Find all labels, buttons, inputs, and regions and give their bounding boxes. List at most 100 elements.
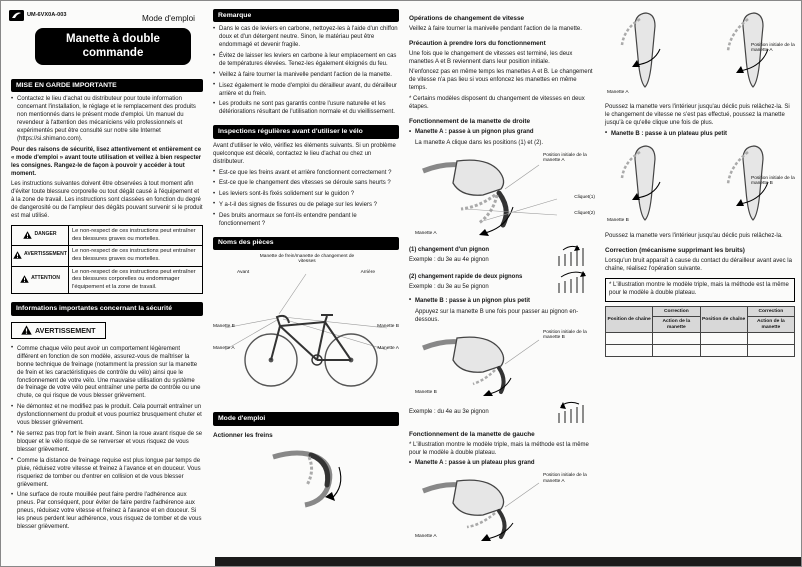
cassette-diagram: [558, 244, 584, 266]
figure-label-lever-a: Manette A: [415, 533, 437, 539]
table-cell: [604, 344, 654, 358]
correction-note-box: * L'illustration montre le modèle triple…: [605, 277, 795, 302]
left-lever-illustration: [422, 479, 540, 542]
table-row: [604, 332, 796, 346]
table-cell: [604, 332, 654, 346]
case1-example: Exemple : du 3e au 4e pignon: [409, 257, 489, 264]
figure-label-rear: Arrière: [360, 270, 375, 276]
bike-diagram: Manette de frein/manette de changement d…: [213, 254, 399, 404]
figure-label-lever-a-left: Manette A: [213, 346, 235, 352]
case2-example: Exemple : du 3e au 5e pignon: [409, 284, 489, 291]
correction-heading: Correction (mécanisme supprimant les bru…: [605, 246, 745, 254]
case1-row: (1) changement d'un pignon Exemple : du …: [409, 244, 595, 268]
warning-box-label: AVERTISSEMENT: [35, 325, 96, 335]
hazard-label-wrap: DANGER: [23, 230, 57, 239]
document-id: UM-6VX0A-003: [27, 11, 67, 18]
column-shifting-left: Manette A Position initiale de la manett…: [604, 9, 796, 360]
push-instruction-long: Poussez la manette vers l'intérieur jusq…: [605, 104, 790, 126]
safety-bold-paragraph: Pour des raisons de sécurité, lisez atte…: [11, 147, 202, 177]
section-safety-info: Informations importantes concernant la s…: [11, 302, 203, 316]
figure-label-lever-b-right: Manette B: [377, 324, 399, 330]
lever-front-view: [726, 12, 769, 88]
shift-operations-text: Veillez à faire tourner la manivelle pen…: [409, 26, 582, 33]
inspection-check: Est-ce que les freins avant et arrière f…: [213, 169, 399, 178]
left-lever-a-figure: Manette A Position initiale de la manett…: [409, 471, 595, 542]
push-instruction-short: Poussez la manette vers l'intérieur jusq…: [605, 232, 783, 239]
figure-label-lever-b: Manette B: [415, 390, 437, 396]
inspection-check: Des bruits anormaux se font-ils entendre…: [213, 212, 399, 229]
lever-b-bullet: Manette B : passe à un pignon plus petit: [409, 297, 595, 306]
section-part-names: Noms des pièces: [213, 236, 399, 251]
case2-text: (2) changement rapide de deux pignons Ex…: [409, 271, 543, 295]
column-shifting-right: Opérations de changement de vitesse Veil…: [409, 9, 595, 544]
inspection-check: Y a-t-il des signes de fissures ou de pe…: [213, 201, 399, 210]
figure-label-initial-a: Position initiale de la manette A: [751, 43, 795, 54]
figure-label-click2: Cliquet(2): [574, 210, 595, 216]
shift-operations-heading: Opérations de changement de vitesse: [409, 15, 525, 22]
safety-bullet: Une surface de route mouillée peut faire…: [11, 492, 203, 532]
hazard-label-cell: DANGER: [11, 225, 69, 247]
table-cell: [652, 344, 701, 358]
hazard-label-wrap: AVERTISSEMENT: [13, 250, 67, 259]
inspection-check: Les leviers sont-ils fixés solidement su…: [213, 191, 399, 199]
precaution-paragraph: N'enfoncez pas en même temps les manette…: [409, 69, 593, 92]
warning-triangle-icon: [20, 274, 29, 283]
case2-row: (2) changement rapide de deux pignons Ex…: [409, 270, 595, 295]
example-b-text: Exemple : du 4e au 3e pignon: [409, 408, 489, 415]
correction-paragraph: Lorsqu'un bruit apparaît à cause du cont…: [605, 257, 792, 272]
right-lever-heading: Fonctionnement de la manette de droite: [409, 117, 531, 125]
footer-bar: [215, 557, 801, 566]
case1-text: (1) changement d'un pignon Exemple : du …: [409, 244, 543, 268]
lever-action-header: Action de la manette: [652, 316, 701, 334]
hazard-text: Le non-respect de ces instructions peut …: [68, 245, 203, 267]
figure-label-initial-b: Position initiale de la manette B: [543, 329, 587, 340]
right-lever-b-figure: Manette B Position initiale de la manett…: [409, 328, 595, 398]
safety-bullet: Ne serrez pas trop fort le frein avant. …: [11, 430, 203, 455]
brake-heading: Actionner les freins: [213, 431, 273, 439]
table-row: DANGER Le non-respect de ces instruction…: [11, 225, 203, 247]
inspection-intro: Avant d'utiliser le vélo, vérifiez les é…: [213, 142, 396, 165]
brand: UM-6VX0A-003: [9, 10, 66, 21]
correction-table: Position de chaîne Correction Position d…: [604, 305, 796, 358]
brake-lever-figure: [213, 443, 399, 521]
hazard-table: DANGER Le non-respect de ces instruction…: [11, 225, 203, 295]
figure-label-lever-a-right: Manette A: [377, 346, 399, 352]
table-cell: [746, 344, 796, 358]
table-cell: [746, 332, 796, 346]
case2-title: (2) changement rapide de deux pignons: [409, 273, 523, 280]
figure-label-lever-b-left: Manette B: [213, 324, 235, 330]
left-lever-note: * L'illustration montre le modèle triple…: [409, 441, 589, 456]
section-important-notice: MISE EN GARDE IMPORTANTE: [11, 79, 203, 93]
cassette-diagram: [558, 270, 586, 293]
hazard-text: Le non-respect de ces instructions peut …: [68, 225, 203, 247]
left-lever-a-bullet: Manette A : passe à un plateau plus gran…: [409, 460, 595, 468]
lever-action-header: Action de la manette: [746, 316, 796, 334]
hazard-text: Le non-respect de ces instructions peut …: [68, 265, 203, 295]
column-safety: MISE EN GARDE IMPORTANTE Contactez le li…: [11, 79, 203, 535]
correction-header: Correction: [746, 305, 796, 318]
example-b-row: Exemple : du 4e au 3e pignon: [409, 401, 595, 425]
warning-triangle-icon: [23, 230, 33, 239]
cassette-diagram: [558, 401, 584, 423]
hazard-label-cell: AVERTISSEMENT: [11, 245, 69, 267]
chain-position-header: Position de chaîne: [699, 305, 748, 334]
brake-lever-illustration: [272, 450, 342, 508]
lever-b-illustration: [422, 336, 540, 396]
table-cell: [652, 332, 701, 346]
left-lever-heading: Fonctionnement de la manette de gauche: [409, 430, 535, 438]
hazard-label-cell: ATTENTION: [11, 265, 69, 295]
remark-bullet: Veillez à faire tourner la manivelle pen…: [213, 71, 399, 80]
table-row: [604, 344, 796, 358]
product-title-banner: Manette à double commande: [35, 28, 191, 66]
lever-a-push-figure: Manette A Position initiale de la manett…: [605, 9, 795, 101]
hazard-label: DANGER: [34, 231, 57, 238]
page-title: Mode d'emploi: [142, 14, 195, 23]
column-notes: Remarque Dans le cas de leviers en carbo…: [213, 9, 399, 524]
figure-label-lever-b: Manette B: [607, 218, 629, 224]
figure-label-front: Avant: [237, 270, 250, 276]
contact-paragraph: Contactez le lieu d'achat ou distributeu…: [11, 96, 203, 144]
hazard-label: ATTENTION: [31, 275, 60, 282]
figure-label-initial-b: Position initiale de la manette B: [751, 175, 795, 187]
table-cell: [699, 344, 748, 358]
